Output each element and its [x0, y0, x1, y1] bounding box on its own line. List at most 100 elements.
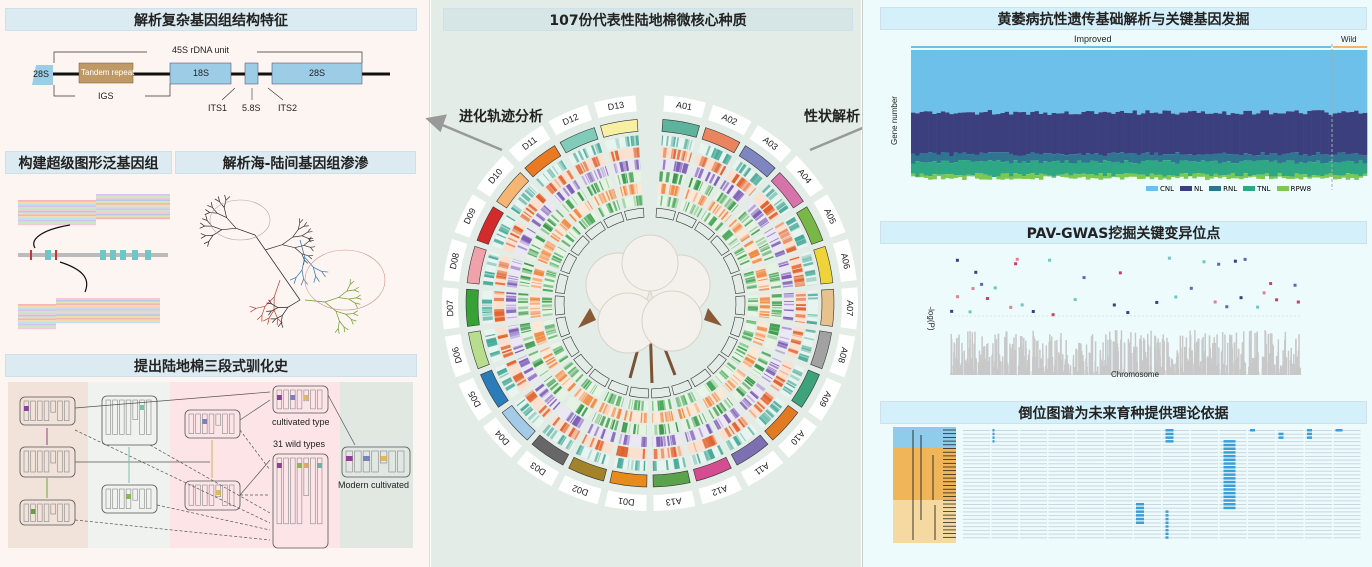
gwas-point: [1033, 356, 1035, 375]
chrom-label: A07: [845, 300, 855, 316]
bar-segment: [915, 113, 920, 156]
ring-stripe: [799, 353, 810, 358]
ring-stripe: [807, 284, 817, 286]
chrom-rect: [50, 400, 56, 413]
ring-stripe: [782, 388, 792, 395]
bar-segment: [1307, 161, 1312, 177]
bar-segment: [1115, 161, 1121, 175]
ring-stripe: [687, 393, 693, 403]
ring-stripe: [666, 196, 669, 207]
stacked-bar: [1115, 50, 1121, 178]
chrom-band: [701, 127, 741, 154]
inversion-row: [1276, 496, 1304, 498]
ring-stripe: [548, 183, 557, 193]
inversion-row: [1162, 518, 1190, 520]
cotton-boll: [641, 290, 703, 352]
inversion-row: [1105, 496, 1133, 498]
tree-branch: [356, 297, 362, 300]
inversion-row: [963, 444, 990, 446]
bar-segment: [1243, 50, 1248, 111]
ring-stripe: [538, 255, 549, 262]
ring-stripe: [553, 386, 563, 395]
inversion-row: [1305, 467, 1332, 468]
inversion-row: [1276, 430, 1304, 431]
bar-segment: [923, 111, 929, 154]
ring-stripe: [730, 358, 740, 365]
bar-segment: [1217, 175, 1223, 179]
tree-branch: [261, 306, 266, 316]
gwas-point: [965, 363, 967, 375]
ring-stripe: [620, 446, 624, 457]
stacked-bar: [991, 50, 997, 177]
stacked-bar: [1000, 50, 1006, 180]
circos-plot: A01A02A03A04A05A06A07A08A09A10A11A12A13D…: [442, 95, 858, 511]
bar-segment: [1081, 155, 1087, 163]
inversion-row: [1276, 511, 1304, 513]
inversion-row: [1248, 485, 1275, 487]
inversion-row: [1191, 448, 1218, 450]
ring-stripe: [551, 165, 559, 175]
inversion-row: [1191, 467, 1218, 468]
ring-stripe: [759, 220, 769, 227]
haplotype-band: [56, 312, 160, 315]
significant-point: [1213, 300, 1217, 304]
inversion-row: [1020, 430, 1047, 431]
ring-stripe: [637, 460, 641, 471]
gwas-point: [1077, 371, 1080, 375]
gwas-point: [1269, 333, 1272, 375]
haplotype-band: [18, 219, 96, 222]
inversion-row: [1134, 529, 1161, 531]
bar-segment: [970, 161, 976, 176]
gwas-point: [1039, 349, 1041, 375]
bar-segment: [1294, 110, 1300, 153]
ring-stripe: [533, 270, 545, 276]
genome-box-outline: [184, 409, 241, 439]
inversion-row: [1105, 481, 1133, 483]
ring-stripe: [759, 415, 769, 425]
inversion-row: [1191, 459, 1218, 461]
ring-stripe: [482, 304, 493, 306]
ring-stripe: [746, 319, 757, 323]
ring-stripe: [763, 391, 774, 401]
stacked-bar: [1268, 50, 1274, 180]
inversion-row: [963, 507, 990, 509]
ring-stripe: [560, 436, 567, 446]
ring-stripe: [728, 219, 738, 228]
inversion-row: [963, 474, 990, 476]
inversion-row: [1048, 459, 1076, 461]
gwas-point: [1131, 352, 1133, 375]
bar-segment: [1213, 173, 1219, 178]
bar-segment: [1196, 154, 1202, 163]
bar-segment: [1034, 50, 1040, 112]
bar-segment: [996, 114, 1001, 153]
ring-stripe: [568, 231, 577, 239]
ring-stripe: [793, 331, 804, 335]
gwas-y-label: -log(P): [926, 306, 936, 331]
bar-segment: [1332, 162, 1338, 176]
bar-segment: [911, 112, 916, 154]
bar-segment: [1281, 113, 1287, 154]
bar-segment: [991, 50, 997, 115]
ring-stripe: [604, 166, 609, 176]
bar-segment: [987, 160, 993, 176]
gwas-point: [969, 339, 971, 375]
inversion-row: [1276, 448, 1304, 450]
bar-segment: [1141, 153, 1146, 162]
stacked-bar: [1315, 50, 1321, 178]
inversion-row: [1020, 489, 1047, 491]
inversion-row: [1105, 515, 1133, 517]
ring-stripe: [771, 309, 782, 314]
chromosome-D10: D10: [476, 155, 590, 256]
inversion-row: [1333, 467, 1361, 468]
ring-stripe: [767, 334, 778, 341]
gwas-point: [1035, 360, 1038, 375]
gwas-point: [1271, 344, 1274, 375]
ring-stripe: [527, 392, 537, 401]
bar-segment: [1298, 155, 1304, 163]
stacked-bar: [1183, 50, 1189, 179]
stacked-bar: [1243, 50, 1248, 178]
ring-stripe: [514, 375, 525, 383]
bar-segment: [1111, 162, 1116, 177]
gwas-point: [1053, 371, 1055, 375]
ring-stripe: [727, 361, 737, 370]
